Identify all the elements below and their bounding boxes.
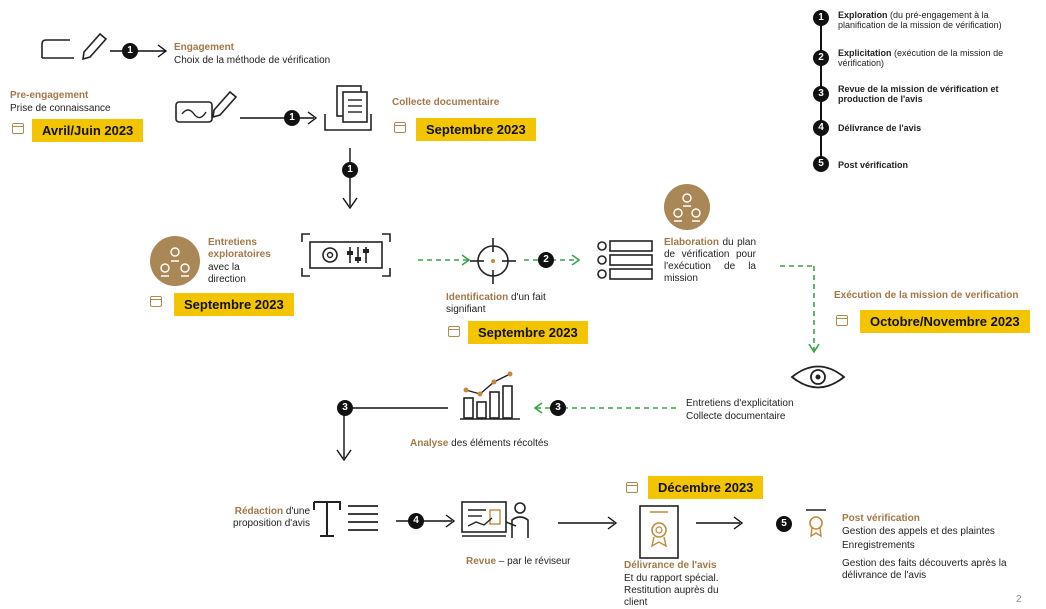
engagement-text: Choix de la méthode de vérification bbox=[174, 55, 331, 66]
elaboration-text: du plan de vérification pour l'exécution… bbox=[664, 237, 757, 284]
arrow-down-1 bbox=[342, 148, 358, 210]
arrow-revue bbox=[396, 514, 456, 528]
arrow-green-dashed-2 bbox=[524, 254, 581, 266]
post-line-3: Gestion des faits découverts après la bbox=[842, 558, 1007, 569]
legend-item-3: Revue de la mission de vérification et p… bbox=[838, 84, 1018, 104]
delivrance-date: Décembre 2023 bbox=[648, 476, 764, 499]
delivrance-line-3: client bbox=[624, 597, 648, 608]
pre-engagement-title: Pre-engagement bbox=[10, 90, 89, 101]
legend-item-4: Délivrance de l'avis bbox=[838, 123, 1038, 133]
documents-icon bbox=[324, 85, 372, 131]
arrow-green-dashed-3 bbox=[780, 265, 820, 354]
arrow-post bbox=[696, 516, 744, 530]
signature-pen-icon bbox=[175, 90, 238, 123]
step-number-2-identification: 2 bbox=[538, 252, 554, 268]
pre-engagement-text: Prise de connaissance bbox=[10, 103, 111, 114]
analyse-text: des éléments récoltés bbox=[451, 438, 549, 449]
step-number-5-post: 5 bbox=[776, 516, 792, 532]
delivrance-line-2: Restitution auprès du bbox=[624, 585, 719, 596]
calendar-icon bbox=[448, 326, 460, 337]
presentation-icon bbox=[461, 501, 529, 538]
step-number-1-engagement: 1 bbox=[122, 43, 138, 59]
legend-number-2: 2 bbox=[813, 50, 829, 66]
legend-item-1-bold: Exploration bbox=[838, 10, 888, 20]
explicitation-line-2: Collecte documentaire bbox=[686, 411, 786, 422]
calendar-icon bbox=[394, 122, 406, 133]
redaction-text: d'une proposition d'avis bbox=[233, 506, 310, 529]
execution-title: Exécution de la mission de verification bbox=[834, 290, 1019, 301]
arrow-green-dashed-1 bbox=[418, 254, 471, 266]
arrow-green-dashed-4 bbox=[533, 402, 676, 414]
engagement-pen-icon bbox=[41, 32, 108, 61]
delivrance-line-1: Et du rapport spécial. bbox=[624, 573, 719, 584]
target-icon bbox=[470, 238, 516, 284]
delivrance-title: Délivrance de l'avis bbox=[624, 560, 717, 571]
step-number-4-revue: 4 bbox=[408, 513, 424, 529]
legend-item-1-rest: (du pré-engagement à la planification de… bbox=[838, 10, 1002, 30]
post-line-4: délivrance de l'avis bbox=[842, 570, 927, 581]
text-document-icon bbox=[313, 501, 378, 537]
engagement-title: Engagement bbox=[174, 42, 235, 53]
legend-item-3-bold: Revue de la mission de vérification et p… bbox=[838, 84, 999, 104]
calendar-icon bbox=[626, 482, 638, 493]
entretiens-text: avec la direction bbox=[208, 262, 246, 285]
team-icon bbox=[664, 184, 710, 230]
arrow-analyse-down bbox=[336, 407, 448, 462]
calendar-icon bbox=[150, 296, 162, 307]
step-number-1-collecte: 1 bbox=[284, 110, 300, 126]
execution-date: Octobre/Novembre 2023 bbox=[860, 310, 1030, 333]
collecte-date: Septembre 2023 bbox=[416, 118, 536, 141]
legend-item-5-bold: Post vérification bbox=[838, 160, 909, 170]
identification-title-bold: Identification bbox=[446, 292, 509, 303]
revue-text: – par le réviseur bbox=[498, 556, 571, 567]
arrow-delivrance bbox=[558, 516, 618, 530]
legend-number-4: 4 bbox=[813, 120, 829, 136]
elaboration-title: Elaboration bbox=[664, 237, 720, 248]
collecte-title: Collecte documentaire bbox=[392, 97, 500, 108]
legend-number-3: 3 bbox=[813, 86, 829, 102]
arrow-engagement bbox=[110, 44, 168, 58]
analyse-block: Analyse des éléments récoltés bbox=[410, 438, 548, 449]
entretiens-title: Entretiens exploratoires bbox=[208, 237, 271, 260]
step-number-1-down: 1 bbox=[342, 162, 358, 178]
analyse-title: Analyse bbox=[410, 438, 449, 449]
identification-text: d'un fait signifiant bbox=[446, 292, 546, 315]
revue-title: Revue bbox=[466, 556, 497, 567]
revue-block: Revue – par le réviseur bbox=[466, 556, 571, 567]
certificate-icon bbox=[639, 505, 679, 559]
legend-item-5: Post vérification bbox=[838, 160, 1038, 170]
legend-item-1: Exploration (du pré-engagement à la plan… bbox=[838, 10, 1038, 30]
entretiens-date: Septembre 2023 bbox=[174, 293, 294, 316]
pre-engagement-date: Avril/Juin 2023 bbox=[32, 119, 144, 142]
legend-item-4-bold: Délivrance de l'avis bbox=[838, 123, 922, 133]
bar-chart-icon bbox=[460, 371, 520, 420]
legend-number-5: 5 bbox=[813, 156, 829, 172]
eye-icon bbox=[790, 365, 846, 389]
legend-item-2-rest: (exécution de la mission de vérification… bbox=[838, 48, 1004, 68]
calendar-icon bbox=[12, 123, 24, 134]
checklist-icon bbox=[597, 240, 653, 280]
identification-date: Septembre 2023 bbox=[468, 321, 588, 344]
redaction-title: Rédaction bbox=[234, 506, 284, 517]
page-number: 2 bbox=[1016, 594, 1022, 605]
redaction-block: Rédaction d'une proposition d'avis bbox=[196, 506, 310, 530]
step-number-3-analyse: 3 bbox=[337, 400, 353, 416]
explicitation-line-1: Entretiens d'explicitation bbox=[686, 398, 794, 409]
legend-item-2: Explicitation (exécution de la mission d… bbox=[838, 48, 1038, 68]
arrow-collecte bbox=[240, 111, 318, 125]
badge-certificate-icon bbox=[806, 509, 826, 538]
post-line-2: Enregistrements bbox=[842, 540, 915, 551]
legend-number-1: 1 bbox=[813, 10, 829, 26]
calendar-icon bbox=[836, 315, 848, 326]
post-line-1: Gestion des appels et des plaintes bbox=[842, 526, 995, 537]
step-number-3-explicitation: 3 bbox=[550, 400, 566, 416]
identification-title: Identification d'un fait signifiant bbox=[446, 292, 586, 316]
legend-item-2-bold: Explicitation bbox=[838, 48, 892, 58]
settings-sliders-icon bbox=[301, 233, 391, 277]
post-title: Post vérification bbox=[842, 513, 920, 524]
elaboration-block: Elaboration du plan de vérification pour… bbox=[664, 237, 756, 285]
group-meeting-icon bbox=[150, 236, 200, 286]
